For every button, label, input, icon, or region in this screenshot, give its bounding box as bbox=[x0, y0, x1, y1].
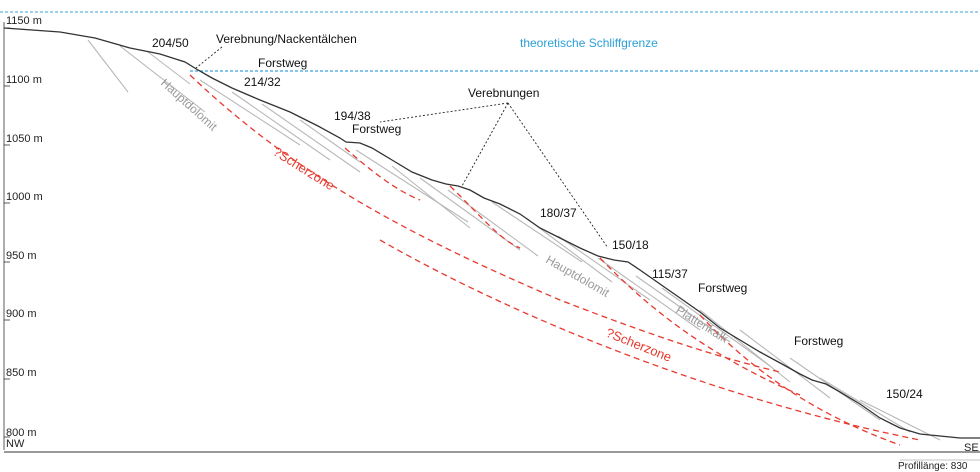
shear-zone-minor-4 bbox=[699, 314, 901, 446]
nw-label: NW bbox=[6, 438, 25, 450]
y-label-1050: 1050 m bbox=[6, 133, 43, 145]
y-label-800: 800 m bbox=[6, 427, 37, 439]
schliffgrenze-label: theoretische Schliffgrenze bbox=[520, 36, 658, 50]
shear-zone-lower bbox=[379, 239, 921, 441]
dip-194-38: 194/38 bbox=[334, 109, 371, 123]
y-label-1000: 1000 m bbox=[6, 191, 43, 203]
y-label-900: 900 m bbox=[6, 308, 37, 320]
verebnungen-label: Verebnungen bbox=[468, 86, 539, 100]
scherzone-label-1: ?Scherzone bbox=[270, 144, 337, 193]
shear-zone-minor-2 bbox=[449, 185, 521, 249]
forstweg-label-3: Forstweg bbox=[698, 281, 747, 295]
y-label-850: 850 m bbox=[6, 367, 37, 379]
shear-zone-upper bbox=[189, 74, 781, 373]
y-label-950: 950 m bbox=[6, 250, 37, 262]
plattenkalk-label: Plattenkalk bbox=[673, 303, 731, 347]
forstweg-label-1: Forstweg bbox=[258, 56, 307, 70]
se-label: SE bbox=[964, 442, 979, 454]
dip-180-37: 180/37 bbox=[540, 206, 577, 220]
profile-length-label: Profillänge: 830 bbox=[898, 461, 968, 472]
forstweg-label-4: Forstweg bbox=[794, 334, 843, 348]
verebnung-nacken-label: Verebnung/Nackentälchen bbox=[216, 32, 357, 46]
forstweg-label-2: Forstweg bbox=[352, 122, 401, 136]
dip-115-37: 115/37 bbox=[652, 267, 688, 281]
shear-zone-minor-1 bbox=[344, 147, 421, 201]
dip-150-24: 150/24 bbox=[886, 387, 923, 401]
hauptdolomit-label-1: Hauptdolomit bbox=[158, 76, 220, 134]
callout-lines bbox=[195, 46, 609, 249]
terrain-profile bbox=[3, 27, 980, 439]
dip-150-18: 150/18 bbox=[612, 238, 649, 252]
shear-zones bbox=[189, 74, 921, 446]
y-label-1100: 1100 m bbox=[6, 74, 42, 86]
dip-204-50: 204/50 bbox=[152, 36, 189, 50]
dip-214-32: 214/32 bbox=[244, 75, 281, 89]
y-label-1150: 1150 m bbox=[6, 15, 42, 27]
shear-zone-minor-3 bbox=[599, 257, 801, 396]
